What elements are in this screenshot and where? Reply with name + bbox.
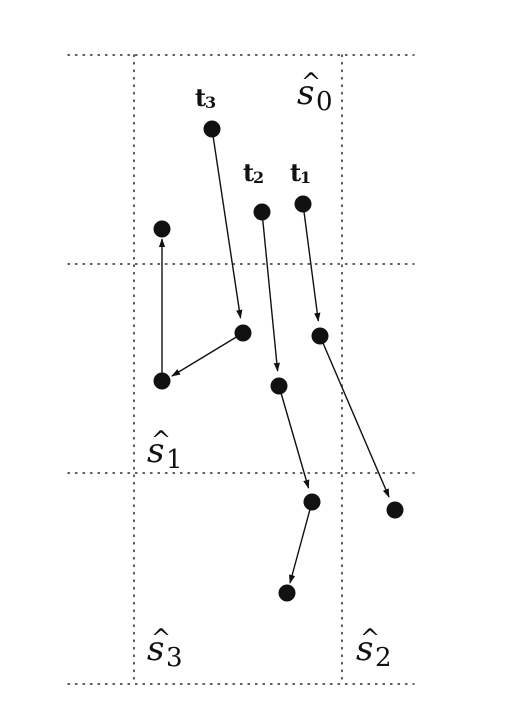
region-label-s1-sub: 1 xyxy=(166,445,183,475)
region-label-s1-hat: ^ xyxy=(151,426,171,454)
t2-edge-2 xyxy=(278,385,310,489)
t2-edge-3 xyxy=(289,501,313,584)
trajectory-t2 xyxy=(253,203,321,602)
t1-point-2 xyxy=(311,327,329,345)
t3-point-1 xyxy=(203,120,221,138)
region-label-s1-base: s xyxy=(147,431,164,471)
t3-point-2 xyxy=(234,324,252,342)
t3-point-3 xyxy=(153,372,171,390)
t3-edge-1 xyxy=(211,128,243,319)
region-label-s3-base: s xyxy=(147,629,164,669)
trajectory-label-t3-base: t xyxy=(195,83,206,112)
trajectory-label-t1-base: t xyxy=(290,158,301,187)
region-label-s0-hat: ^ xyxy=(301,68,321,96)
region-label-s2-hat: ^ xyxy=(360,624,380,652)
region-label-s0-base: s xyxy=(297,73,314,113)
t1-point-3 xyxy=(386,501,404,519)
region-label-s2: ^ s 2 xyxy=(356,624,392,673)
t3-edge-2 xyxy=(171,332,244,377)
region-label-s2-sub: 2 xyxy=(375,643,392,673)
t2-point-2 xyxy=(270,377,288,395)
t2-point-3 xyxy=(303,493,321,511)
trajectory-t1 xyxy=(294,195,404,519)
trajectory-label-t2: t 2 xyxy=(243,158,264,187)
trajectory-label-t1-sub: 1 xyxy=(300,168,311,187)
t2-point-1 xyxy=(253,203,271,221)
trajectory-label-t2-sub: 2 xyxy=(253,168,264,187)
region-label-s1: ^ s 1 xyxy=(147,426,183,475)
t2-edge-1 xyxy=(261,211,280,372)
trajectory-label-t1: t 1 xyxy=(290,158,311,187)
t1-edge-2 xyxy=(319,335,390,498)
region-label-s0-sub: 0 xyxy=(316,87,333,117)
region-label-s2-base: s xyxy=(356,629,373,669)
trajectory-t3 xyxy=(153,120,252,390)
trajectory-label-t3: t 3 xyxy=(195,83,216,112)
trajectory-label-t2-base: t xyxy=(243,158,254,187)
t1-edge-1 xyxy=(302,203,321,322)
region-label-s3-hat: ^ xyxy=(151,624,171,652)
partition-grid xyxy=(67,54,415,685)
region-label-s3-sub: 3 xyxy=(166,643,183,673)
region-label-s3: ^ s 3 xyxy=(147,624,183,673)
t1-point-1 xyxy=(294,195,312,213)
t3-point-4 xyxy=(153,220,171,238)
t2-point-4 xyxy=(278,584,296,602)
region-label-s0: ^ s 0 xyxy=(297,68,333,117)
trajectory-label-t3-sub: 3 xyxy=(205,93,216,112)
